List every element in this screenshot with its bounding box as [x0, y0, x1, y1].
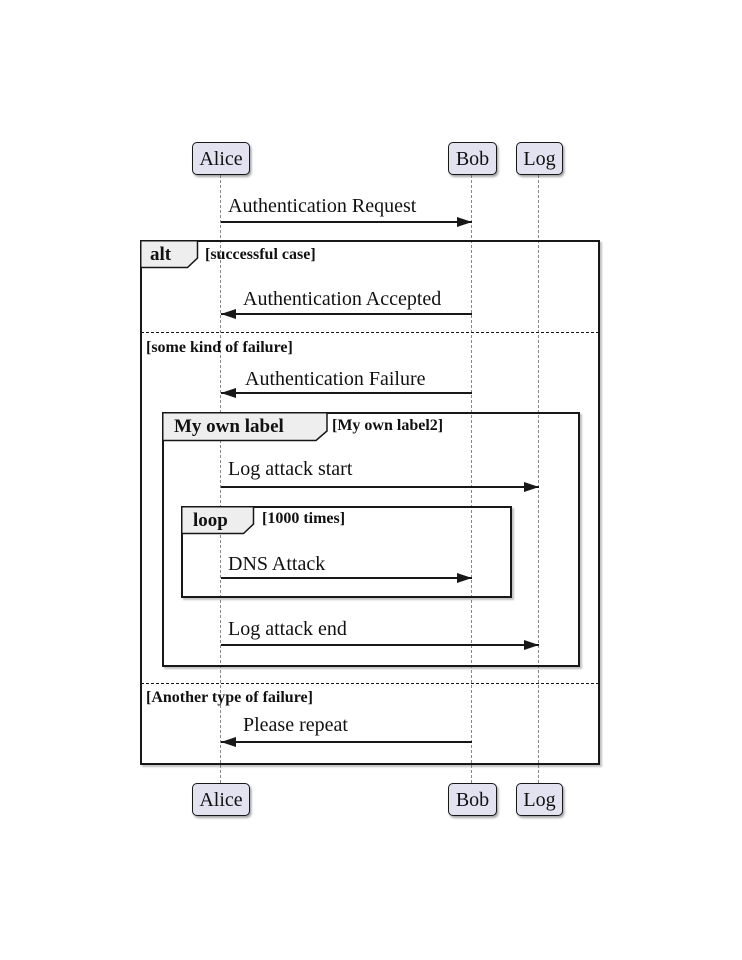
participant-box-bob-bottom: Bob: [448, 783, 497, 816]
arrowhead-left-icon: [221, 387, 236, 398]
loop-frame-label: loop: [193, 510, 228, 531]
group-frame-condition: [My own label2]: [332, 417, 444, 434]
message-arrow: [221, 308, 472, 319]
participant-box-bob-top: Bob: [448, 142, 497, 175]
arrowhead-left-icon: [221, 736, 236, 747]
alt-divider-line: [141, 683, 599, 684]
alt-divider-label: [Another type of failure]: [146, 689, 313, 706]
message-arrow: [221, 639, 539, 650]
participant-box-log-top: Log: [516, 142, 563, 175]
lifeline-bob: [471, 175, 472, 783]
message-arrow: [221, 736, 472, 747]
message-label: Authentication Accepted: [243, 288, 442, 310]
alt-divider-label: [some kind of failure]: [146, 339, 293, 356]
alt-frame-condition: [successful case]: [205, 246, 316, 263]
participant-box-log-bottom: Log: [516, 783, 563, 816]
arrowhead-right-icon: [457, 572, 472, 583]
participant-box-alice-top: Alice: [192, 142, 250, 175]
loop-frame-label-pentagon: [181, 506, 255, 535]
message-label: Log attack end: [228, 618, 347, 640]
loop-frame: [181, 506, 512, 598]
message-arrow: [221, 481, 539, 492]
message-arrow: [221, 387, 472, 398]
arrowhead-right-icon: [524, 481, 539, 492]
arrowhead-left-icon: [221, 308, 236, 319]
group-frame-label-pentagon: [162, 412, 328, 442]
message-arrow: [221, 216, 472, 227]
alt-frame-label: alt: [150, 244, 172, 265]
lifeline-alice: [220, 175, 221, 783]
message-arrow: [221, 572, 472, 583]
alt-divider-line: [141, 332, 599, 333]
arrowhead-right-icon: [457, 216, 472, 227]
alt-frame: [140, 240, 600, 765]
alt-frame-label-pentagon: [140, 240, 199, 269]
message-label: Please repeat: [243, 714, 348, 736]
group-frame: [162, 412, 580, 667]
lifeline-log: [538, 175, 539, 783]
message-label: DNS Attack: [228, 553, 326, 575]
loop-frame-condition: [1000 times]: [262, 510, 346, 527]
message-label: Authentication Failure: [245, 368, 426, 390]
group-frame-label: My own label: [174, 416, 284, 437]
message-label: Log attack start: [228, 458, 353, 480]
message-label: Authentication Request: [228, 195, 417, 217]
arrowhead-right-icon: [524, 639, 539, 650]
participant-box-alice-bottom: Alice: [192, 783, 250, 816]
